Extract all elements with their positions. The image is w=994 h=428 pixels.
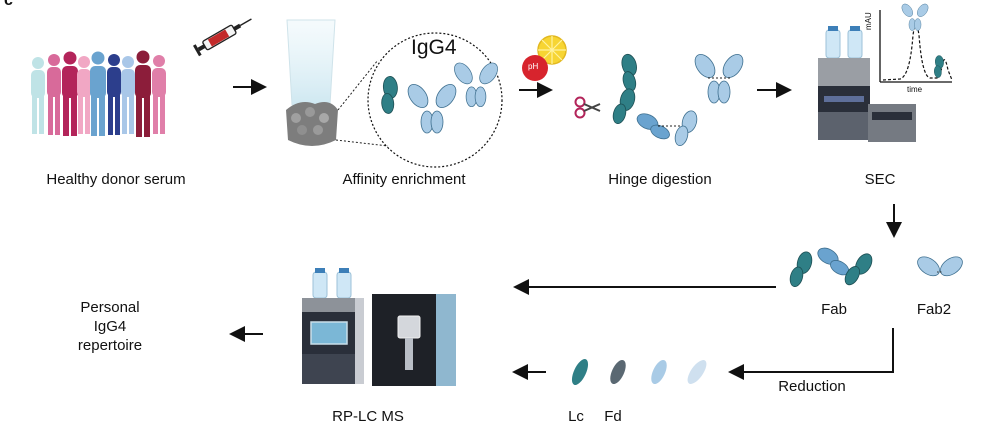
donor-figure: [62, 51, 78, 136]
repertoire-line-3: repertoire: [77, 337, 143, 354]
lc-fd-chains-icon: [571, 359, 707, 385]
chromatogram-plot: [879, 1, 953, 83]
label-fab2: Fab2: [916, 301, 952, 318]
label-affinity-enrichment: Affinity enrichment: [342, 171, 466, 188]
donor-silhouettes-icon: [31, 50, 166, 137]
label-rp-lc-ms: RP-LC MS: [332, 408, 404, 425]
label-fab: Fab: [821, 301, 847, 318]
label-personal-igg4-repertoire: Personal IgG4 repertoire: [78, 298, 142, 355]
arrow-fab2-reduction: [728, 328, 894, 380]
fab-fragments-icon: [777, 237, 883, 293]
zoom-circle: [367, 32, 503, 168]
affinity-column-icon: [286, 19, 389, 147]
panel-label: c: [4, 0, 13, 9]
syringe-icon: [193, 18, 252, 57]
igg4-antibody-icon: [450, 59, 502, 108]
mass-spectrometer-icon: [372, 294, 456, 386]
repertoire-line-1: Personal: [80, 299, 140, 316]
donor-figure: [90, 51, 106, 136]
donor-figure: [77, 56, 91, 134]
donor-figure: [135, 50, 151, 137]
label-lc: Lc: [568, 408, 584, 425]
label-healthy-donor-serum: Healthy donor serum: [46, 171, 186, 188]
donor-figure: [152, 55, 166, 134]
label-igg4-zoom: IgG4: [411, 36, 457, 59]
repertoire-line-2: IgG4: [93, 318, 127, 335]
lemon-icon: [537, 35, 567, 65]
hinge-digestion-icon: [600, 49, 748, 152]
igg4-antibody-icon: [403, 80, 461, 134]
hplc-instrument-icon: [818, 26, 916, 142]
donor-figure: [121, 56, 135, 134]
rplc-hplc-icon: [302, 268, 364, 384]
donor-figure: [47, 54, 61, 135]
label-hinge-digestion: Hinge digestion: [608, 171, 712, 188]
donor-figure: [107, 54, 121, 135]
label-reduction: Reduction: [778, 378, 846, 395]
half-antibody-icon: [370, 71, 408, 119]
chromatogram-y-label: mAU: [864, 12, 873, 30]
fab2-fragment-icon: [917, 256, 963, 277]
ph-badge: [522, 55, 548, 81]
label-fd: Fd: [604, 408, 622, 425]
label-sec: SEC: [864, 171, 896, 188]
chromatogram-x-label: time: [907, 85, 923, 94]
donor-figure: [31, 57, 45, 134]
ph-badge-text: pH: [528, 62, 539, 71]
scissors-icon: [574, 96, 601, 119]
